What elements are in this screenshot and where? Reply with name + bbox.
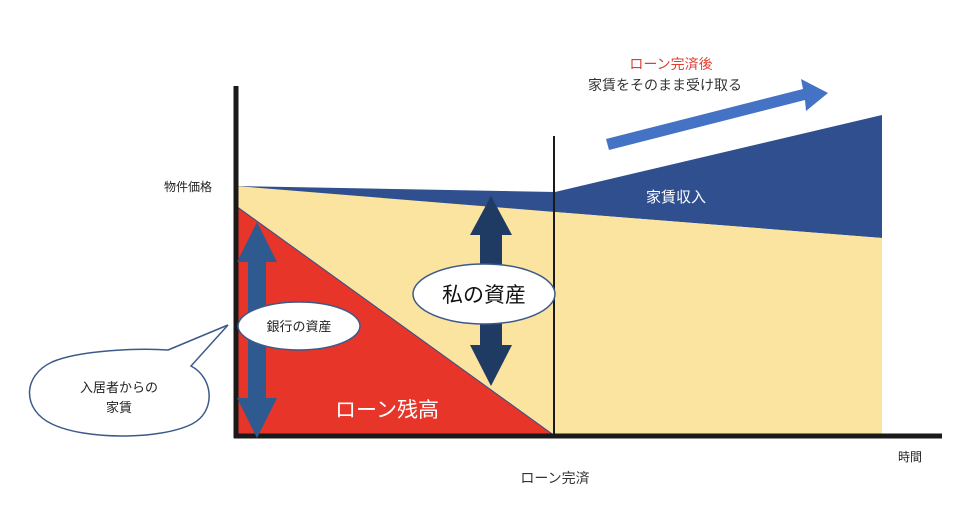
tenant-rent-label-line1: 入居者からの xyxy=(80,381,158,396)
tenant-rent-label-line2: 家賃 xyxy=(106,400,132,416)
loan-completion-label: ローン完済 xyxy=(520,471,589,487)
my-asset-label: 私の資産 xyxy=(442,283,526,307)
time-label: 時間 xyxy=(898,450,922,464)
rental-income-label: 家賃収入 xyxy=(646,188,706,206)
after-completion-subtitle: 家賃をそのまま受け取る xyxy=(588,77,742,94)
my-asset-ellipse xyxy=(412,263,556,325)
loan-balance-edge xyxy=(235,205,556,437)
after-completion-arrow xyxy=(606,79,828,150)
after-completion-title: ローン完済後 xyxy=(629,57,712,73)
property-price-label: 物件価格 xyxy=(164,179,212,194)
bank-asset-label: 銀行の資産 xyxy=(266,319,331,335)
loan-balance-label: ローン残高 xyxy=(335,398,439,422)
bank-asset-ellipse xyxy=(237,301,361,351)
tenant-rent-bubble xyxy=(28,324,229,437)
